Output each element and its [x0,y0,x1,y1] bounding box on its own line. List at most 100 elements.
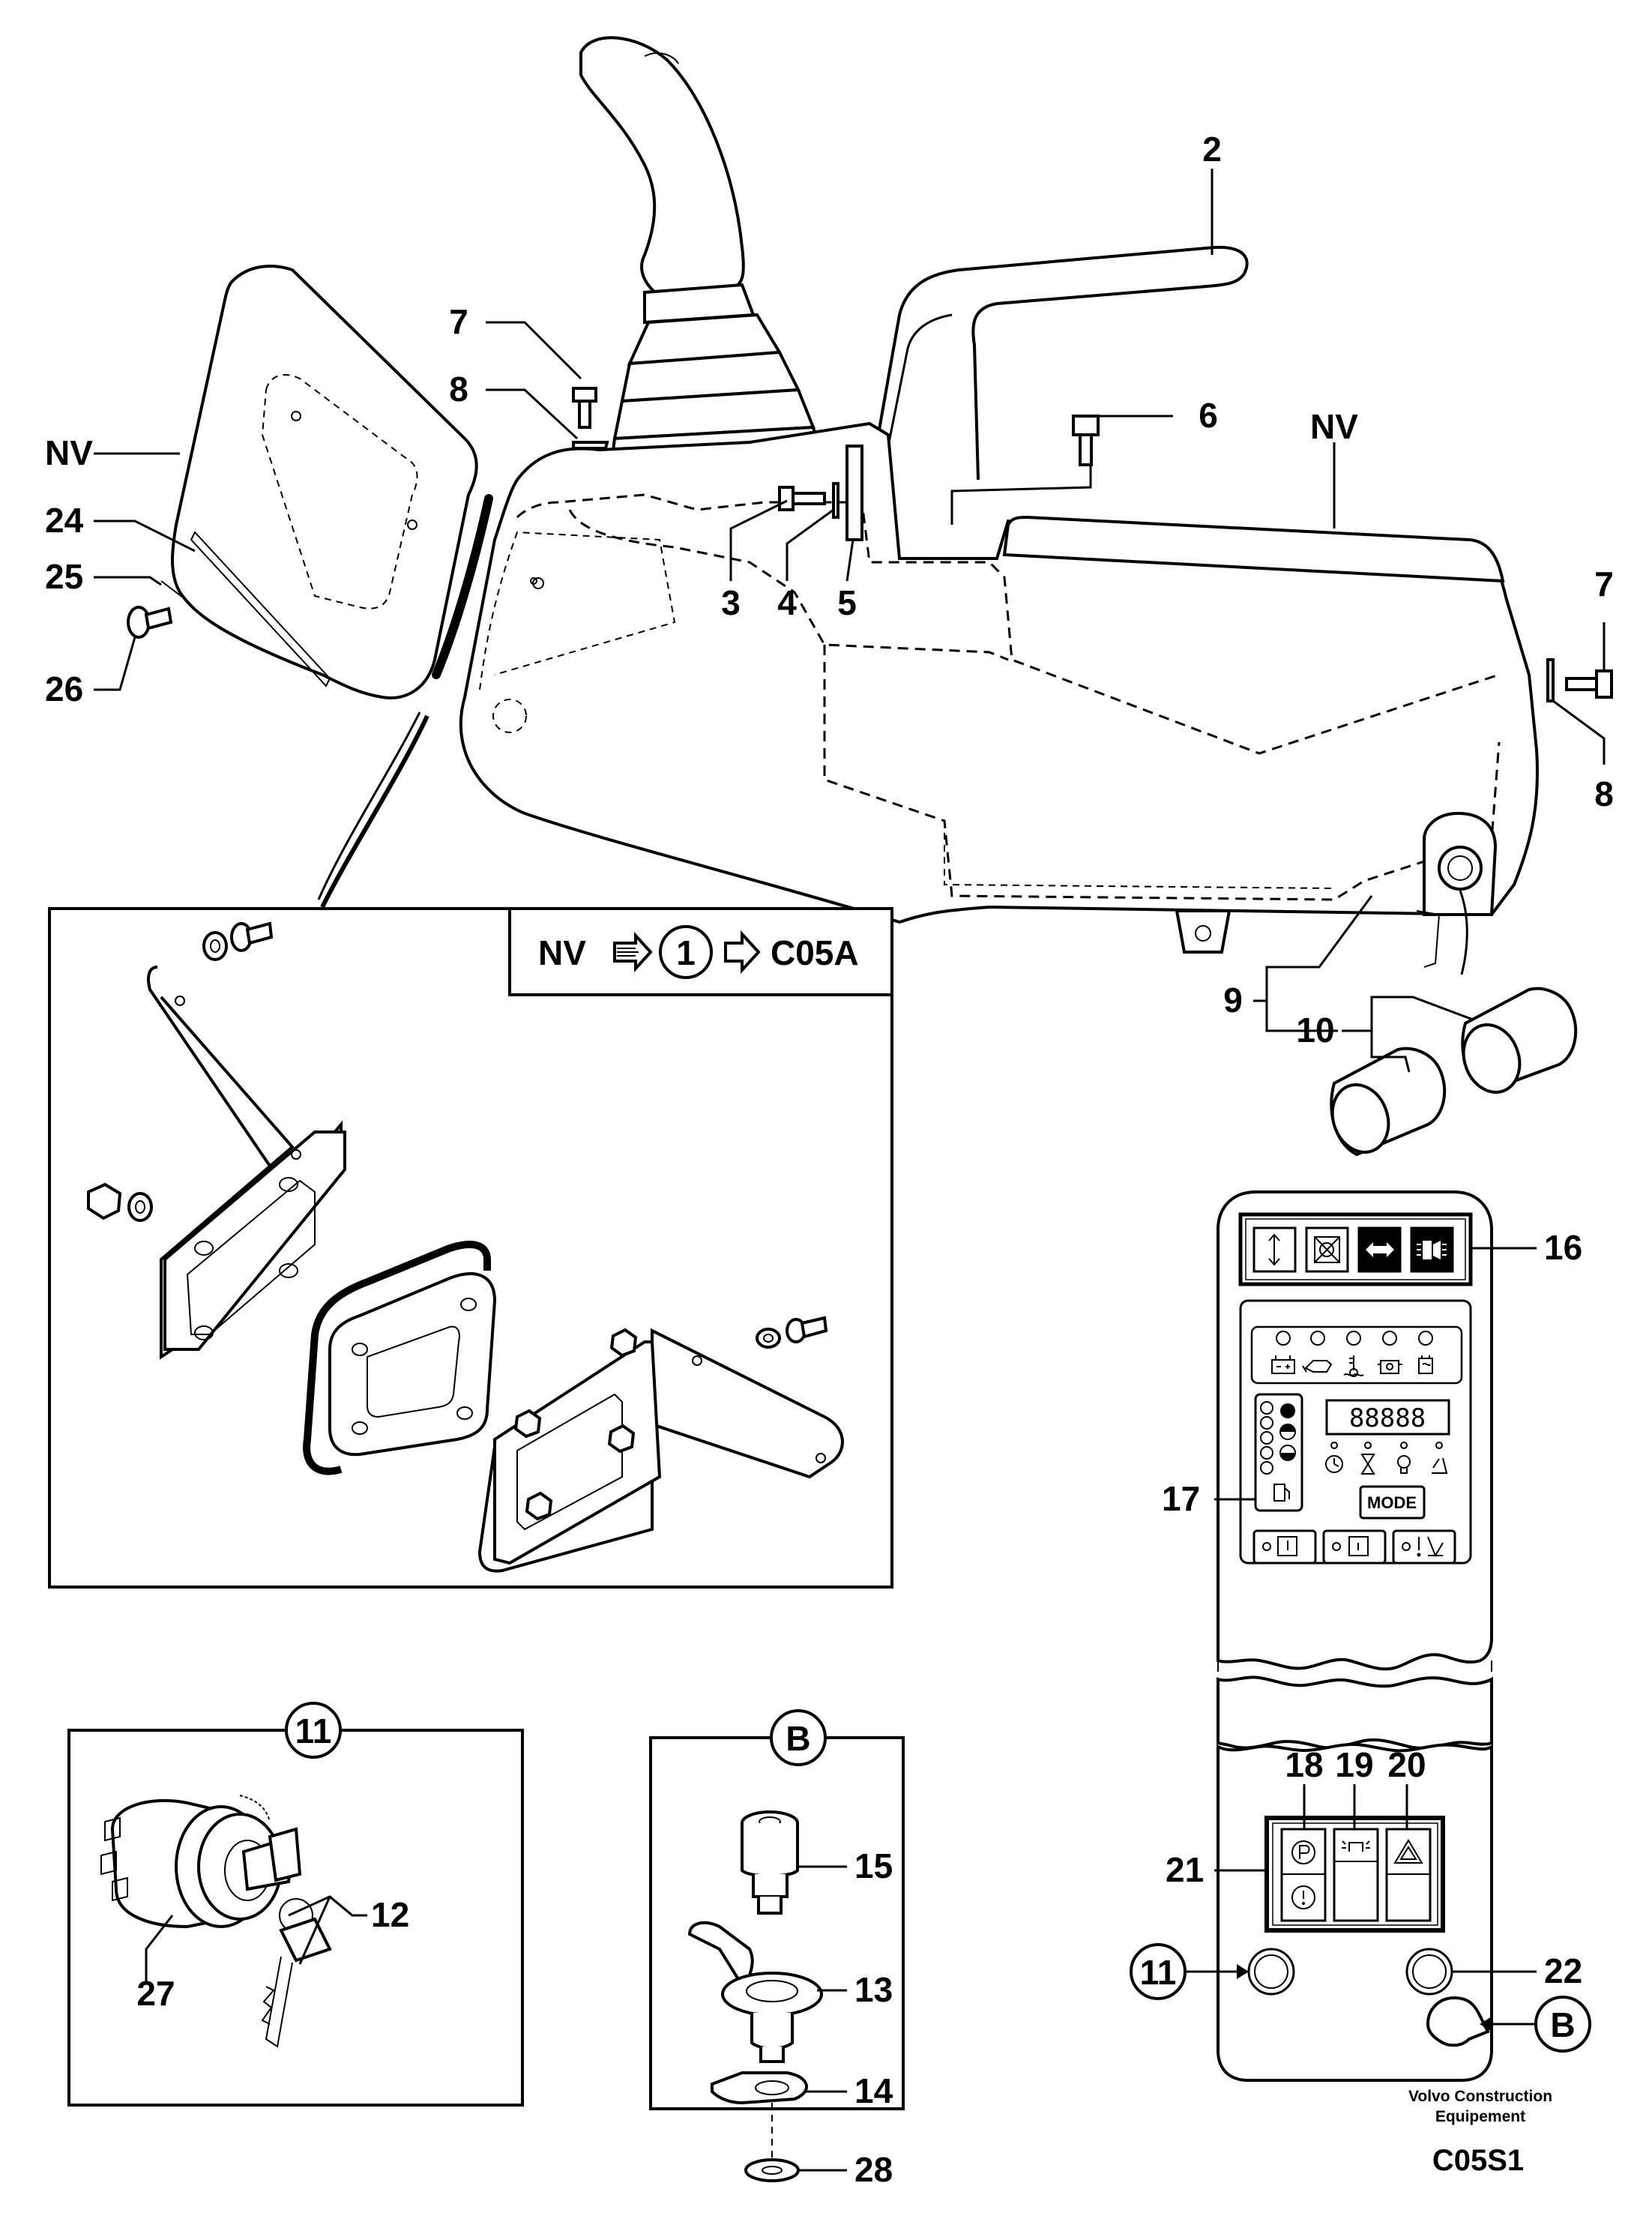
nv-label-left: NV [45,433,93,472]
bushing-10-a [1461,987,1578,1094]
fuel-filter-icon [1418,1355,1433,1374]
bolt-heads [513,1328,638,1521]
callout-13: 13 [854,1970,893,2009]
bolt-7-right [1565,669,1613,699]
svg-text:MODE: MODE [1367,1493,1417,1512]
callout-2: 2 [1202,130,1222,169]
callout-labels: 2 7 8 6 NV 3 4 5 7 8 NV 24 25 26 9 10 NV… [45,130,1614,2189]
leader-lines-b [798,1865,847,2172]
battery-icon [1271,1355,1295,1374]
callout-26: 26 [45,669,83,708]
work-button[interactable] [1322,1529,1387,1565]
clock-icon [1325,1455,1343,1473]
nut-washer-pair-left [87,1182,153,1222]
mode-button[interactable]: MODE [1359,1485,1426,1520]
preheat-button[interactable] [1252,1529,1317,1565]
bolt-6 [1072,415,1100,466]
detail-11-label: 11 [295,1711,332,1750]
callout-4: 4 [777,583,797,622]
bracket-right [477,1328,844,1573]
detail-b-label: B [786,1719,810,1758]
maker-line-2: Equipement [1435,2108,1525,2125]
callout-24: 24 [45,501,84,540]
reference-arrow-icon [613,931,653,973]
curve-leader-thin [317,711,421,900]
clip-14 [711,2071,808,2105]
detail-b-badge [770,1709,827,1766]
hourglass-icon [1360,1454,1375,1475]
callout-27: 27 [136,1974,175,2013]
joystick-handle [579,36,823,471]
maker-line-1: Volvo Construction [1408,2088,1552,2105]
button-22[interactable] [1405,1948,1453,1996]
washer-25 [160,580,187,600]
callout-8-top: 8 [449,370,468,409]
curve-leader-to-detail [320,714,429,909]
callout-7-top: 7 [449,302,468,341]
callout-10: 10 [1296,1011,1334,1050]
drawing-code: C05S1 [1432,2144,1524,2177]
hazard-triangle-icon[interactable] [1385,1828,1432,1922]
callout-12: 12 [371,1895,409,1934]
leader-lines-main [94,169,1606,1073]
display-indicators [1330,1442,1443,1449]
washer-28 [744,2158,800,2182]
ignition-switch [100,1795,332,2048]
bracket-left [147,966,346,1360]
callout-8-right: 8 [1594,774,1614,813]
bolt-3 [778,486,826,511]
alert-button[interactable] [1392,1529,1456,1565]
bolt-7-top [572,387,597,429]
callout-14: 14 [854,2071,893,2110]
callout-6: 6 [1199,396,1218,435]
washer-screw-top [202,921,274,961]
ref-circle-number: 1 [676,933,696,972]
segment-display: 88888 [1349,1403,1426,1433]
screw-26 [127,606,173,639]
callout-5: 5 [837,583,857,622]
arrows-updown-icon[interactable] [1252,1226,1297,1273]
parking-p-icon[interactable] [1280,1828,1327,1922]
callout-20: 20 [1387,1745,1426,1784]
lights-icon[interactable] [1410,1226,1454,1273]
leader-lines-11 [145,1895,367,1983]
callout-25: 25 [45,557,83,596]
console-body [459,421,1539,975]
lock-cylinder-15 [741,1810,799,1915]
detail-11-badge [285,1702,342,1759]
washer-4 [832,482,839,519]
callout-9: 9 [1223,981,1243,1020]
callout-28: 28 [854,2150,893,2189]
callout-19: 19 [1335,1745,1373,1784]
callout-3: 3 [721,583,741,622]
bushing-10-b [1330,1047,1447,1157]
nv-label-right: NV [1310,407,1358,446]
panel-11-label: 11 [1140,1953,1177,1992]
ref-target: C05A [771,933,859,972]
fuel-icon [1273,1484,1290,1502]
seal-strip-24 [432,494,493,679]
warning-lamps [1276,1331,1433,1346]
side-cover [171,265,478,699]
callout-17: 17 [1162,1479,1200,1518]
goto-arrow-icon [724,930,761,975]
lock-housing-13 [687,1921,823,2063]
panel-b-label: B [1550,2005,1575,2044]
bucket-icon [1432,1457,1448,1474]
control-panel: 88888 MODE [1217,1190,1493,2082]
arrow-double-icon[interactable] [1357,1226,1402,1273]
alarm-icon[interactable] [1333,1828,1379,1922]
panel-b-badge [1534,1996,1591,2053]
plate-5 [845,445,863,541]
washer-8-top [572,441,609,450]
panel-11-badge [1130,1943,1187,2000]
ignition-key-slot[interactable] [1247,1948,1295,1996]
reference-box [508,907,893,996]
washer-screw-right [756,1316,828,1349]
callout-16: 16 [1544,1228,1582,1267]
crossed-box-icon[interactable] [1305,1226,1349,1273]
leader-lines-panel [1184,1247,1537,2032]
lock-b-keyhole[interactable] [1426,1996,1490,2047]
